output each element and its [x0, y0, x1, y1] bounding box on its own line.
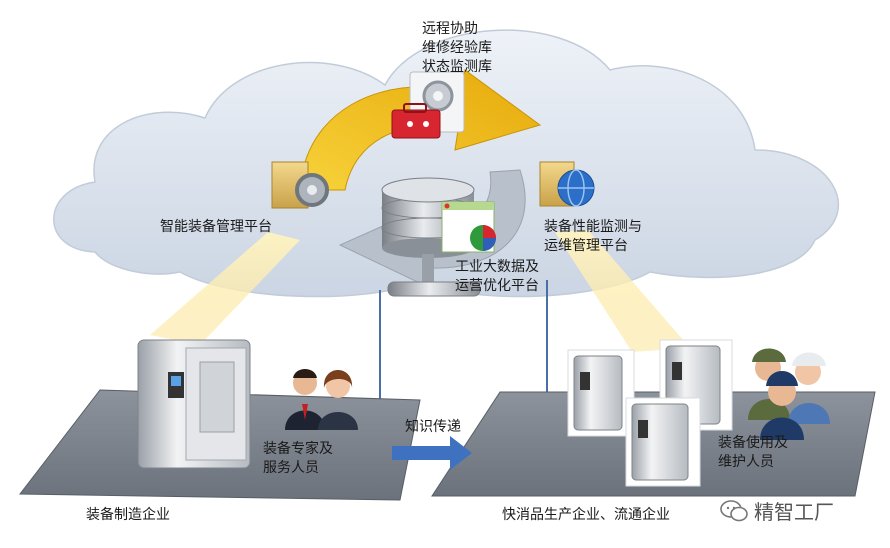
label-status-library: 状态监测库	[422, 59, 492, 75]
top-knowledge-labels: 远程协助 维修经验库 状态监测库	[422, 20, 492, 77]
consumer-machine-3	[625, 397, 701, 487]
label-knowledge-transfer: 知识传递	[405, 419, 461, 435]
label-repair-library: 维修经验库	[422, 40, 492, 56]
experts-icon	[285, 369, 358, 430]
cycle-arrow-yellow	[299, 69, 542, 191]
knowledge-transfer-arrow	[392, 436, 472, 470]
label-equipment-platform: 智能装备管理平台	[160, 219, 272, 235]
light-beams	[150, 230, 690, 352]
label-manufacturer: 装备制造企业	[86, 507, 170, 523]
label-bigdata-platform: 工业大数据及 运营优化平台	[455, 259, 539, 294]
consumer-machine-1	[567, 349, 635, 437]
label-operators: 装备使用及 维护人员	[718, 435, 788, 470]
equipment-management-icon	[271, 161, 329, 209]
label-experts: 装备专家及 服务人员	[263, 441, 333, 476]
watermark: 精智工厂	[720, 496, 834, 525]
label-performance-platform: 装备性能监测与 运维管理平台	[544, 219, 642, 254]
operators-icon	[748, 348, 830, 440]
performance-monitor-icon	[539, 161, 595, 207]
remote-assist-icon	[391, 71, 465, 139]
manufacturing-machine	[137, 339, 251, 469]
wechat-icon	[720, 499, 748, 521]
analytics-window-icon	[441, 201, 496, 253]
label-remote-assist: 远程协助	[422, 21, 478, 37]
label-consumer-enterprise: 快消品生产企业、流通企业	[502, 507, 670, 523]
watermark-text: 精智工厂	[754, 500, 834, 524]
